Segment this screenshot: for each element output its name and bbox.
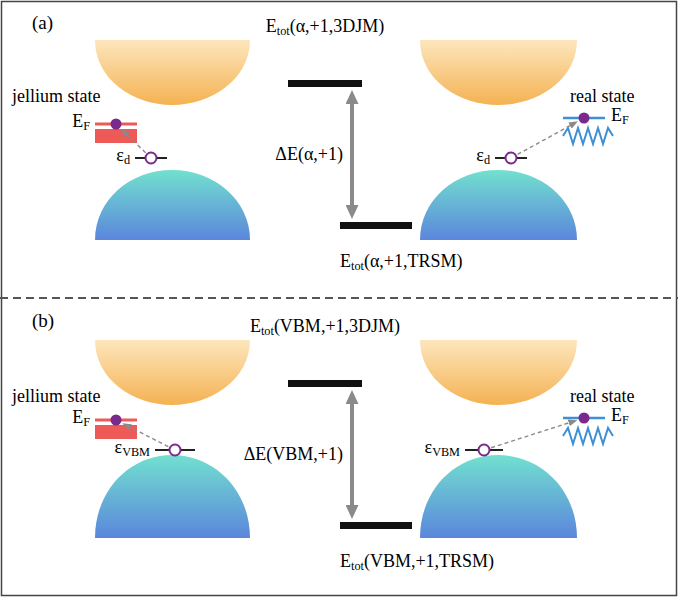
energy-bar: Etot(VBM,+1,TRSM) [340, 522, 412, 529]
hole-circle [170, 445, 181, 456]
text-main: E [340, 251, 351, 271]
state-label: jellium state [12, 386, 100, 408]
energy-label: Etot(VBM,+1,3DJM) [250, 316, 400, 338]
energy-label: Etot(VBM,+1,TRSM) [340, 551, 494, 573]
text-subscript: tot [277, 24, 290, 38]
electron-dot [579, 113, 590, 124]
state-label: real state [570, 386, 634, 408]
state-label: real state [570, 86, 634, 108]
valence-band [95, 455, 250, 538]
level-label: EF [72, 111, 90, 133]
panel-b-bands [95, 340, 613, 538]
panel-letter: (a) [32, 12, 53, 35]
level-graphic [465, 442, 503, 458]
valence-band [95, 170, 250, 240]
text-main: E [611, 105, 622, 125]
energy-level: εVBM [155, 442, 195, 458]
energy-label: Etot(α,+1,TRSM) [340, 251, 463, 273]
panel-a-bands [95, 40, 613, 240]
hole-circle [146, 153, 157, 164]
hole-circle [479, 445, 490, 456]
energy-bar: Etot(α,+1,TRSM) [340, 222, 412, 229]
transition-arrow [518, 126, 570, 155]
energy-difference-arrow [350, 404, 354, 505]
text-subscript: F [83, 119, 90, 133]
conduction-band [95, 340, 250, 405]
energy-level: EF [95, 412, 137, 428]
transition-arrow [491, 423, 569, 448]
energy-level: EF [95, 116, 137, 132]
level-label: εd [476, 145, 490, 167]
text-subscript: d [124, 153, 130, 167]
real-states-zigzag [563, 128, 613, 144]
level-graphic [563, 110, 605, 126]
state-label: jellium state [12, 86, 100, 108]
energy-bar: Etot(α,+1,3DJM) [288, 80, 362, 87]
energy-level: EF [563, 410, 605, 426]
real-states-zigzag [563, 428, 613, 444]
energy-difference-label: ΔE(VBM,+1) [244, 444, 343, 466]
level-label: EF [611, 405, 629, 427]
transition-arrow [130, 427, 168, 446]
text-subscript: VBM [432, 445, 460, 459]
valence-band [420, 170, 577, 240]
level-label: εd [116, 145, 130, 167]
hole-circle [506, 153, 517, 164]
energy-label: Etot(α,+1,3DJM) [266, 16, 385, 38]
electron-dot [111, 415, 122, 426]
electron-dot [111, 119, 122, 130]
text-main: (α,+1,TRSM) [364, 251, 463, 271]
level-graphic [155, 442, 195, 458]
level-label: εVBM [115, 437, 150, 459]
level-graphic [95, 412, 137, 428]
text-subscript: F [622, 113, 629, 127]
panel-divider [0, 297, 678, 299]
text-main: E [611, 405, 622, 425]
level-label: EF [72, 407, 90, 429]
text-main: (α,+1,3DJM) [290, 16, 385, 36]
text-subscript: tot [351, 559, 364, 573]
text-main: ε [115, 437, 123, 457]
text-subscript: VBM [122, 445, 150, 459]
conduction-band [420, 340, 577, 405]
text-main: ε [116, 145, 124, 165]
energy-bar: Etot(VBM,+1,3DJM) [288, 380, 362, 387]
text-main: (VBM,+1,3DJM) [274, 316, 400, 336]
level-graphic [95, 116, 137, 132]
level-label: εVBM [425, 437, 460, 459]
energy-difference-label: ΔE(α,+1) [275, 144, 343, 166]
electron-dot [579, 413, 590, 424]
text-main: E [72, 111, 83, 131]
energy-level: EF [563, 110, 605, 126]
level-label: EF [611, 105, 629, 127]
energy-difference-arrow [350, 104, 354, 205]
text-main: E [340, 551, 351, 571]
text-subscript: F [83, 415, 90, 429]
text-subscript: F [622, 413, 629, 427]
panel-letter: (b) [32, 310, 54, 333]
level-graphic [563, 410, 605, 426]
text-main: E [250, 316, 261, 336]
level-graphic [495, 150, 527, 166]
text-main: ε [425, 437, 433, 457]
energy-level: εVBM [465, 442, 503, 458]
text-main: E [266, 16, 277, 36]
energy-level: εd [135, 150, 167, 166]
text-subscript: d [484, 153, 490, 167]
text-main: ε [476, 145, 484, 165]
conduction-band [95, 40, 250, 105]
text-subscript: tot [261, 324, 274, 338]
text-main: E [72, 407, 83, 427]
level-graphic [135, 150, 167, 166]
transition-arrow [127, 135, 145, 153]
conduction-band [420, 40, 577, 105]
jellium-states [95, 129, 137, 143]
text-main: (VBM,+1,TRSM) [364, 551, 494, 571]
valence-band [420, 455, 577, 538]
energy-level: εd [495, 150, 527, 166]
text-subscript: tot [351, 259, 364, 273]
